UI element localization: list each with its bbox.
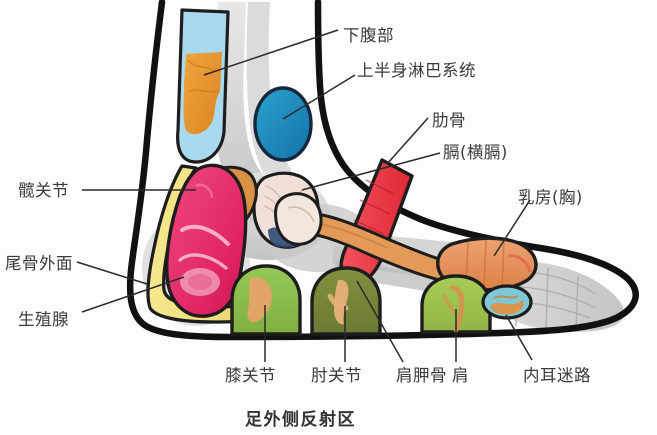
leader-diaphragm: [301, 152, 441, 191]
label-breast-chest: 乳房(胸): [518, 188, 583, 207]
foot-outline: [126, 0, 639, 341]
leader-gonads: [81, 276, 185, 313]
label-scapula: 肩胛骨: [396, 366, 447, 385]
region-inner-ear-labyrinth[interactable]: [481, 284, 533, 320]
leader-outer-coccyx: [76, 261, 148, 285]
label-diaphragm: 膈(横膈): [443, 143, 508, 162]
region-elbow-joint[interactable]: [310, 266, 382, 336]
label-gonads: 生殖腺: [18, 310, 69, 329]
leader-lines: [76, 29, 533, 363]
label-ribs: 肋骨: [432, 111, 466, 130]
label-upper-body-lymphatic-system: 上半身淋巴系统: [357, 61, 476, 80]
leader-inner-ear-labyrinth: [505, 314, 533, 361]
label-knee-joint: 膝关节: [225, 366, 276, 385]
region-upper-body-lymphatic-system[interactable]: [253, 86, 313, 162]
label-elbow-joint: 肘关节: [311, 366, 362, 385]
leader-lower-abdomen: [203, 29, 339, 76]
label-lower-abdomen: 下腹部: [343, 26, 394, 45]
leader-scapula: [356, 280, 404, 363]
region-hip-joint[interactable]: [165, 163, 248, 318]
label-inner-ear-labyrinth: 内耳迷路: [523, 366, 591, 385]
label-hip-joint: 髋关节: [18, 181, 69, 200]
leader-breast-chest: [493, 199, 531, 257]
leader-ribs: [386, 117, 429, 165]
label-shoulder: 肩: [452, 366, 469, 385]
leader-upper-body-lymphatic-system: [282, 74, 356, 120]
diagram-caption: 足外侧反射区: [245, 410, 356, 430]
region-lower-abdomen[interactable]: [176, 8, 230, 164]
region-knee-joint[interactable]: [230, 264, 302, 336]
label-outer-coccyx: 尾骨外面: [5, 254, 73, 273]
